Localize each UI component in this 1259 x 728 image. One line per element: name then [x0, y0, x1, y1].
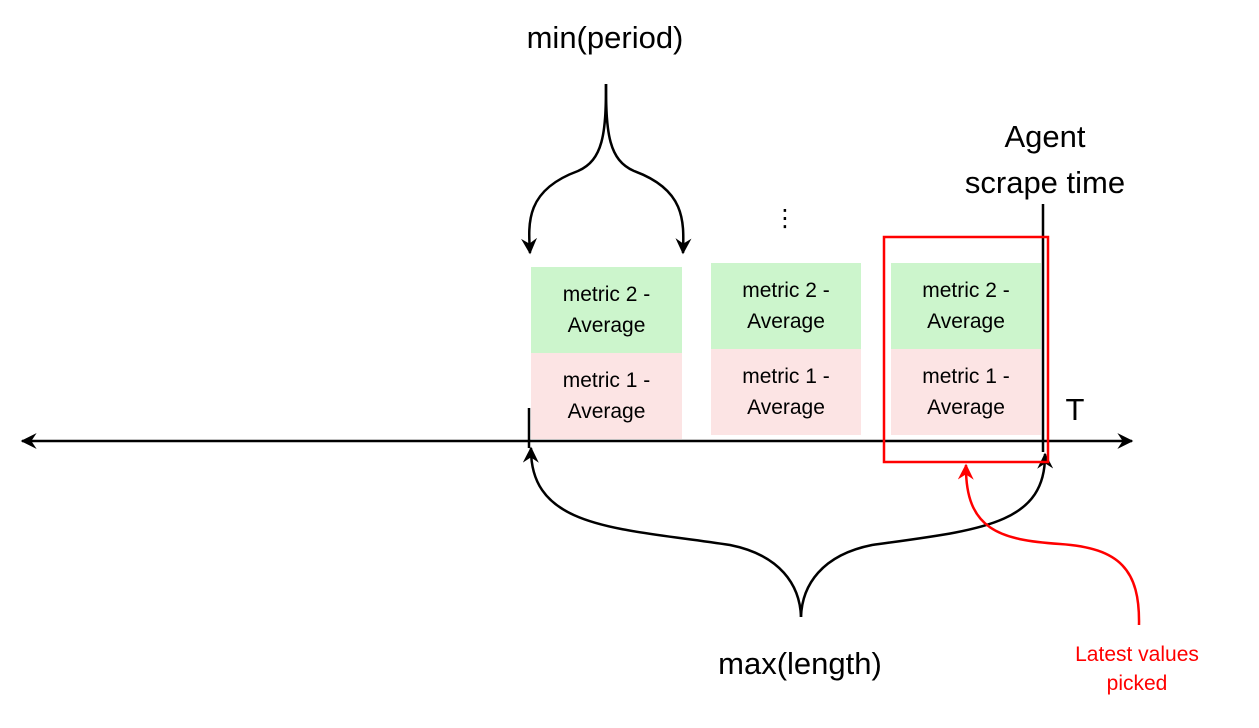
time-axis-label: T	[1065, 392, 1085, 427]
max-length-brace-right	[799, 452, 1054, 618]
column-2-metric-2-box: metric 2 - Average	[711, 263, 861, 349]
latest-values-highlight-box	[882, 235, 1050, 464]
column-1-metric-1-text: metric 1 - Average	[562, 369, 651, 423]
min-period-brace	[521, 83, 608, 255]
column-3-metric-2-box: metric 2 - Average	[891, 263, 1041, 349]
agent-scrape-time-label: Agent scrape time	[964, 119, 1126, 200]
ellipsis-icon: ⋮	[773, 205, 797, 232]
max-length-brace-left	[522, 446, 803, 618]
column-2-metric-2-text: metric 2 - Average	[742, 279, 830, 333]
latest-values-picked-label: Latest values picked	[1075, 643, 1199, 695]
column-3-metric-1-text: metric 1 - Average	[922, 365, 1010, 419]
column-3-metric-2-text: metric 2 - Average	[922, 279, 1010, 333]
column-1-metric-2-text: metric 2 - Average	[562, 283, 651, 337]
max-length-label: max(length)	[718, 646, 882, 681]
column-2-metric-1-text: metric 1 - Average	[742, 365, 830, 419]
min-period-label: min(period)	[526, 20, 684, 55]
column-1-metric-1-box: metric 1 - Average	[531, 353, 682, 439]
latest-values-pointer	[957, 463, 1141, 626]
column-2-metric-1-box: metric 1 - Average	[711, 349, 861, 435]
min-period-brace-right	[604, 83, 692, 255]
column-1-metric-2-box: metric 2 - Average	[531, 267, 682, 353]
column-3-metric-1-box: metric 1 - Average	[891, 349, 1041, 435]
